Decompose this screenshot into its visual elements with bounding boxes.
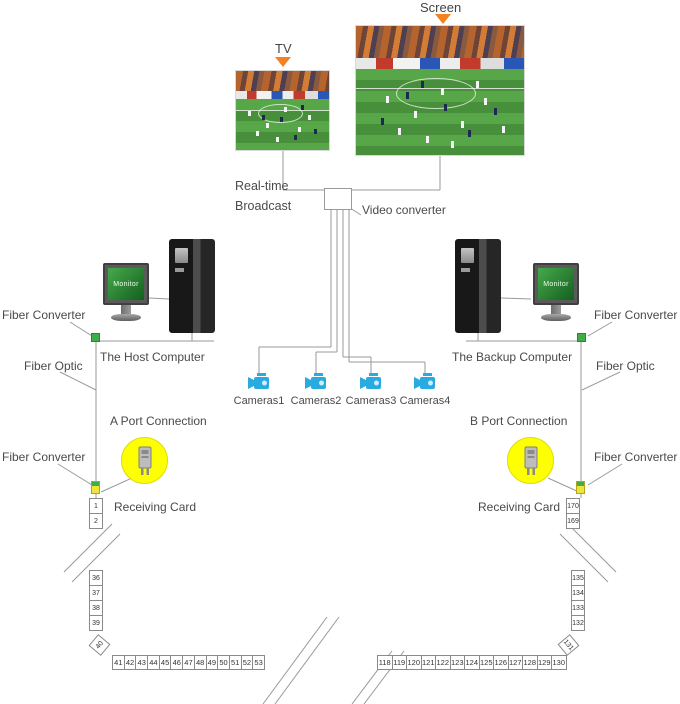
led-screen-photo	[355, 25, 525, 156]
panel-cell: 36	[89, 570, 103, 586]
soccer-field	[356, 69, 524, 155]
down-arrow-icon	[435, 14, 451, 24]
camera-label: Cameras1	[233, 395, 285, 407]
panel-cell: 2	[89, 513, 103, 529]
panel-cell: 120	[406, 655, 422, 670]
camera-label: Cameras3	[345, 395, 397, 407]
ad-board-band	[236, 91, 329, 99]
camera-icon	[360, 373, 381, 389]
computer-tower-icon	[169, 239, 215, 333]
camera-2: Cameras2	[286, 370, 346, 407]
computer-tower-icon	[455, 239, 501, 333]
fiber-converter-label: Fiber Converter	[594, 308, 678, 322]
b-port-highlight	[507, 437, 554, 484]
camera-4: Cameras4	[395, 370, 455, 407]
panel-cell: 127	[507, 655, 523, 670]
fiber-converter-node	[577, 333, 586, 342]
soccer-field	[236, 99, 329, 150]
fiber-converter-node	[91, 333, 100, 342]
fiber-optic-label: Fiber Optic	[596, 359, 655, 373]
down-arrow-icon	[275, 57, 291, 67]
panel-cell: 134	[571, 585, 585, 601]
receiving-card-label: Receiving Card	[478, 500, 561, 514]
b-port-connection-label: B Port Connection	[470, 414, 568, 428]
monitor-neck	[551, 305, 561, 315]
screen-label: Screen	[420, 0, 462, 15]
ad-board-band	[356, 58, 524, 69]
crowd-band	[236, 71, 329, 91]
fiber-converter-label: Fiber Converter	[594, 450, 678, 464]
panel-cell: 170	[566, 498, 580, 514]
monitor-neck	[121, 305, 131, 315]
a-port-highlight	[121, 437, 168, 484]
panel-cell: 121	[420, 655, 436, 670]
receiving-card-label: Receiving Card	[114, 500, 197, 514]
fiber-optic-label: Fiber Optic	[24, 359, 83, 373]
camera-icon	[305, 373, 326, 389]
panel-cell: 125	[478, 655, 494, 670]
panel-cell: 43	[135, 655, 149, 670]
panel-cell: 133	[571, 600, 585, 616]
monitor-screen: Monitor	[108, 268, 144, 300]
monitor-base	[541, 314, 571, 321]
monitor-screen: Monitor	[538, 268, 574, 300]
a-port-connection-label: A Port Connection	[110, 414, 207, 428]
camera-icon	[414, 373, 435, 389]
monitor-icon: Monitor	[103, 263, 149, 305]
panel-cell: 48	[193, 655, 207, 670]
panel-cell: 130	[551, 655, 567, 670]
camera-3: Cameras3	[341, 370, 401, 407]
fiber-converter-label: Fiber Converter	[2, 450, 86, 464]
panel-cell: 122	[435, 655, 451, 670]
camera-label: Cameras4	[399, 395, 451, 407]
panel-cell: 50	[217, 655, 230, 670]
receiving-card-icon	[138, 446, 151, 475]
panel-cell: 169	[566, 513, 580, 529]
panel-cell: 132	[571, 615, 585, 631]
video-converter-label: Video converter	[362, 203, 446, 217]
video-converter-box	[324, 188, 352, 210]
panel-cell: 124	[464, 655, 480, 670]
camera-icon	[248, 373, 269, 389]
backup-computer-label: The Backup Computer	[452, 350, 573, 364]
panel-cell: 118	[377, 655, 393, 670]
realtime-broadcast-label: Real-time Broadcast	[235, 179, 292, 213]
panel-cell: 129	[536, 655, 552, 670]
monitor-icon: Monitor	[533, 263, 579, 305]
tv-label: TV	[275, 41, 292, 56]
fiber-plug-node	[576, 481, 585, 494]
crowd-band	[356, 26, 524, 58]
panel-cell: 123	[449, 655, 465, 670]
fiber-converter-label: Fiber Converter	[2, 308, 86, 322]
fiber-plug-node	[91, 481, 100, 494]
soccer-players	[236, 71, 239, 76]
host-computer-label: The Host Computer	[100, 350, 205, 364]
camera-label: Cameras2	[290, 395, 342, 407]
monitor-base	[111, 314, 141, 321]
panel-cell: 53	[252, 655, 265, 670]
panel-cell: 135	[571, 570, 585, 586]
panel-cell: 39	[89, 615, 103, 631]
tv-photo	[235, 70, 330, 151]
receiving-card-icon	[524, 446, 537, 475]
soccer-players	[356, 26, 359, 33]
camera-1: Cameras1	[229, 370, 289, 407]
panel-cell: 37	[89, 585, 103, 601]
panel-cell: 119	[391, 655, 407, 670]
panel-cell: 38	[89, 600, 103, 616]
panel-cell: 128	[522, 655, 538, 670]
panel-cell: 126	[493, 655, 509, 670]
panel-cell: 1	[89, 498, 103, 514]
